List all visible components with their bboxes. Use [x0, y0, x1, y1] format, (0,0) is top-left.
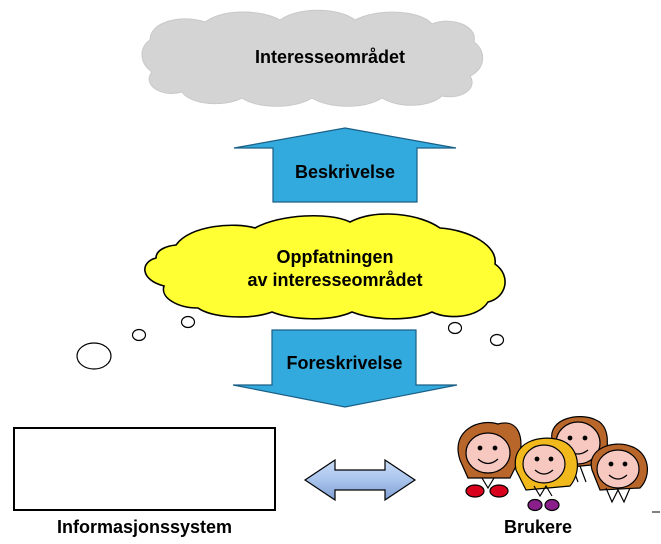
prescribe-arrow [232, 329, 458, 408]
user-figure [457, 421, 522, 498]
user-figure [590, 443, 648, 504]
perception-label-line1: Oppfatningen [276, 247, 394, 267]
describe-arrow-label: Beskrivelse [294, 162, 396, 182]
double-arrow [303, 458, 417, 502]
perception-cloud [144, 213, 506, 320]
thought-bubble [447, 321, 463, 335]
domain-cloud [141, 9, 484, 107]
thought-bubble [76, 342, 112, 370]
system-box [13, 427, 276, 511]
thought-bubble [131, 328, 147, 342]
thought-bubble [489, 333, 505, 347]
domain-area-label: Interesseområdet [254, 47, 406, 67]
system-label: Informasjonssystem [56, 517, 233, 537]
perception-label-line2: av interesseområdet [247, 270, 423, 290]
thought-bubble [180, 315, 196, 329]
user-figure [514, 437, 578, 512]
perception-label: Oppfatningen av interesseområdet [175, 246, 495, 292]
describe-arrow [233, 127, 457, 203]
users-label: Brukere [503, 517, 573, 537]
prescribe-arrow-label: Foreskrivelse [286, 353, 403, 373]
users-illustration [457, 416, 660, 513]
